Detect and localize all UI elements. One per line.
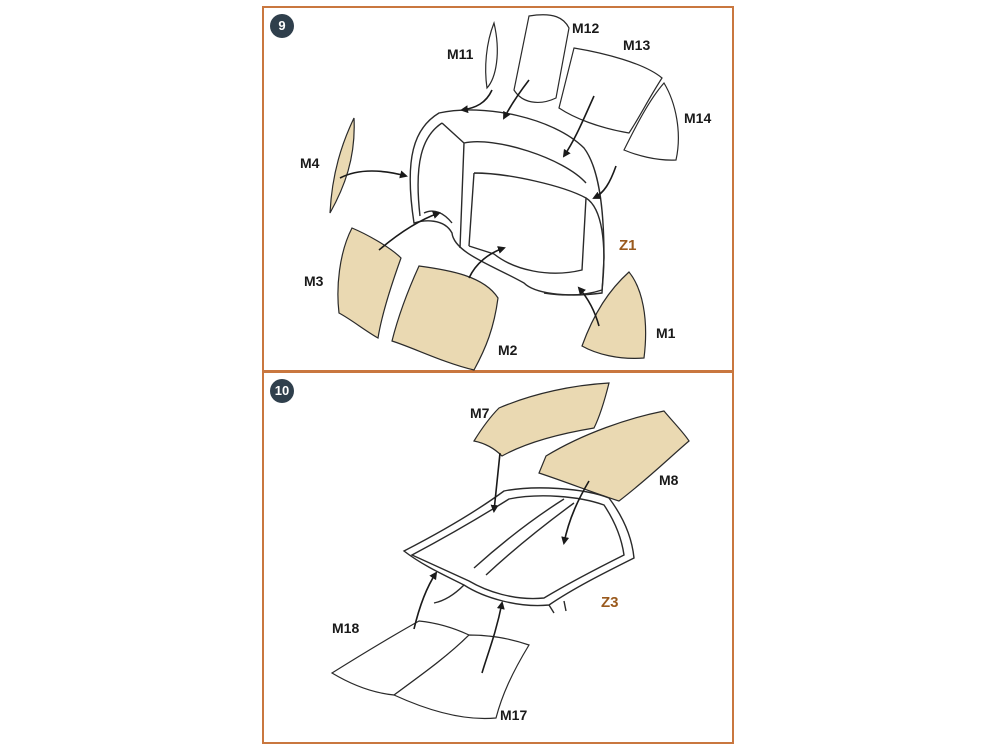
step-10-panel: 10 M7 M8 Z3 M18 M17 bbox=[262, 371, 734, 744]
arrow-m7 bbox=[490, 452, 501, 513]
mask-m12-label: M12 bbox=[572, 20, 599, 36]
mask-m7-piece bbox=[473, 382, 610, 457]
mask-m7-label: M7 bbox=[470, 405, 490, 421]
mask-m8-label: M8 bbox=[659, 472, 679, 488]
mask-m11-label: M11 bbox=[447, 46, 474, 62]
canopy-frame-z1 bbox=[409, 109, 605, 296]
mask-m14-piece bbox=[623, 81, 679, 161]
mask-m4-piece bbox=[329, 117, 355, 214]
mask-m3-label: M3 bbox=[304, 273, 324, 289]
arrow-m13 bbox=[562, 95, 595, 158]
mask-m1-label: M1 bbox=[656, 325, 676, 341]
mask-m2-label: M2 bbox=[498, 342, 518, 358]
mask-m17-piece bbox=[392, 634, 530, 720]
arrow-m4 bbox=[339, 170, 408, 179]
mask-m4-label: M4 bbox=[300, 155, 320, 171]
mask-m14-label: M14 bbox=[684, 110, 711, 126]
arrow-m2 bbox=[468, 246, 506, 279]
arrow-m8 bbox=[561, 480, 590, 545]
arrow-m3 bbox=[378, 211, 441, 251]
mask-m1-piece bbox=[581, 271, 647, 359]
mask-m8-piece bbox=[538, 410, 690, 502]
mask-m18-label: M18 bbox=[332, 620, 359, 636]
step-10-badge: 10 bbox=[270, 379, 294, 403]
arrow-m12 bbox=[503, 79, 530, 120]
mask-m13-label: M13 bbox=[623, 37, 650, 53]
roof-frame-z3 bbox=[402, 487, 635, 614]
arrow-m17 bbox=[481, 601, 505, 674]
step-10-drawing: M7 M8 Z3 M18 M17 bbox=[330, 382, 690, 723]
step-9-drawing: M11 M12 M13 M14 M4 M3 M2 M1 Z1 bbox=[300, 14, 711, 371]
arrow-m14 bbox=[592, 165, 617, 199]
arrow-m18 bbox=[413, 571, 438, 630]
mask-m11-piece bbox=[485, 21, 498, 90]
part-z3-label: Z3 bbox=[601, 594, 619, 611]
mask-m17-label: M17 bbox=[500, 707, 527, 723]
step-9-badge: 9 bbox=[270, 14, 294, 38]
arrow-m11 bbox=[460, 89, 493, 114]
step-9-panel: 9 M11 M12 M13 M14 M4 M3 M2 M1 Z1 bbox=[262, 6, 734, 372]
mask-m2-piece bbox=[391, 265, 499, 371]
part-z1-label: Z1 bbox=[619, 237, 637, 254]
arrow-m1 bbox=[577, 286, 600, 327]
mask-m3-piece bbox=[337, 227, 402, 339]
